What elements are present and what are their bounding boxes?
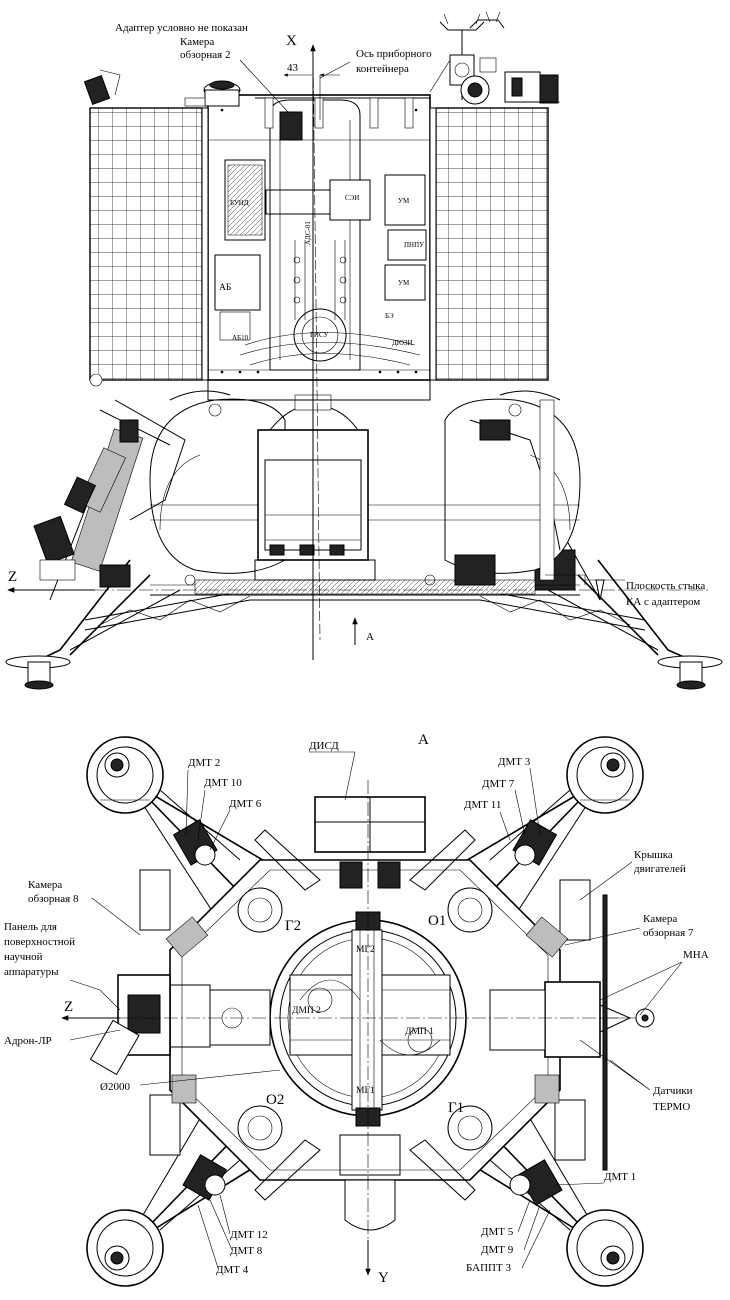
left-support-cluster — [39, 399, 196, 588]
dmt-3-label: ДМТ 3 — [498, 756, 531, 768]
inner-label-be: БЭ — [385, 312, 394, 320]
mg1-label: МГ1 — [356, 1086, 375, 1096]
panel-label-line2: поверхностной — [4, 936, 75, 948]
footpad-bottom-left — [86, 1209, 164, 1287]
offset-dimension — [283, 73, 340, 120]
dmt-cluster-bottom-left — [171, 1074, 321, 1201]
axis-y-label: Y — [378, 1270, 389, 1286]
side-view: X Z 43 Адаптер условно не показан Камера… — [5, 11, 723, 690]
axis-z-label-top: Z — [64, 999, 73, 1015]
interface-plane-label-line1: Плоскость стыка — [626, 580, 705, 592]
camera-2-label-line1: Камера — [180, 36, 214, 48]
dmt-2-label: ДМТ 2 — [188, 757, 220, 769]
camera-7-label-line1: Камера — [643, 913, 677, 925]
cover-label-line1: Крышка — [634, 849, 673, 861]
cover-bar — [602, 894, 608, 1171]
quadrant-g2: Г2 — [285, 918, 301, 934]
camera-7-label-line2: обзорная 7 — [643, 927, 694, 939]
mg2-label: МГ2 — [356, 945, 375, 955]
quadrant-o2: О2 — [266, 1092, 284, 1108]
panel-label-line1: Панель для — [4, 921, 57, 933]
axis-x-line — [310, 44, 321, 660]
container-axis-label-line1: Ось приборного — [356, 48, 432, 60]
solar-panel-right — [429, 107, 549, 381]
disd-unit — [314, 796, 426, 889]
dmt-10-label: ДМТ 10 — [204, 777, 242, 789]
dmp2-label: ДМП 2 — [292, 1006, 321, 1016]
dmt-cluster-top-left — [165, 819, 321, 958]
inner-label-risu: РИСУ — [310, 331, 329, 339]
quadrant-g1: Г1 — [448, 1100, 464, 1116]
container-axis-label-line2: контейнера — [356, 63, 409, 75]
axis-z-label: Z — [8, 569, 17, 585]
inner-label-sei: СЭИ — [345, 194, 359, 202]
inner-label-bund: БУНД — [230, 199, 249, 207]
camera-2-body — [279, 111, 303, 141]
camera-2-leader — [239, 59, 289, 113]
dmt-7-label: ДМТ 7 — [482, 778, 515, 790]
dmt-4-label: ДМТ 4 — [216, 1264, 249, 1276]
lower-truss — [84, 579, 646, 631]
dmp1-label: ДМП 1 — [405, 1027, 434, 1037]
dmt-11-label: ДМТ 11 — [464, 799, 501, 811]
top-view: Z Y A ДМТ 2 ДМТ 10 ДМТ 6 ДИСД ДМТ 3 ДМТ … — [4, 732, 709, 1287]
bappt-label: БАППТ 3 — [466, 1262, 511, 1274]
sensors-label-line1: Датчики — [653, 1085, 693, 1097]
dmt-1-label: ДМТ 1 — [604, 1171, 636, 1183]
inner-label-um-1: УМ — [398, 197, 410, 205]
dmt-8-label: ДМТ 8 — [230, 1245, 263, 1257]
inner-label-ab10: АБ10 — [232, 334, 249, 342]
dmt-9-label: ДМТ 9 — [481, 1244, 514, 1256]
dmt-5-label: ДМТ 5 — [481, 1226, 514, 1238]
container-axis-leader — [319, 61, 351, 79]
solar-panel-left — [89, 107, 209, 381]
instrument-container — [207, 94, 431, 401]
right-support-cluster — [424, 399, 586, 586]
camera-8-label-line1: Камера — [28, 879, 62, 891]
footpad-bottom-right — [566, 1209, 644, 1287]
adapter-note: Адаптер условно не показан — [115, 22, 248, 34]
sensors-label-line2: ТЕРМО — [653, 1101, 690, 1113]
adron-label: Адрон-ЛР — [4, 1035, 52, 1047]
science-panel-left — [89, 869, 271, 1156]
antenna-mast — [439, 11, 505, 105]
disd-label: ДИСД — [309, 740, 339, 752]
panel-label-line4: аппаратуры — [4, 966, 59, 978]
dmt-cluster-top-right — [409, 819, 569, 958]
inner-label-pnpu: ПНПУ — [404, 241, 424, 249]
diameter-label: Ø2000 — [100, 1081, 130, 1093]
inner-label-dyuzi: ДЮЗИ — [392, 339, 413, 347]
inner-label-ads: АДС-01 — [304, 221, 312, 245]
offset-value: 43 — [287, 62, 299, 74]
upper-left-unit — [83, 69, 121, 387]
inner-label-ab: АБ — [219, 283, 231, 293]
quadrant-o1: О1 — [428, 913, 446, 929]
mna-label: МНА — [683, 949, 709, 961]
footpad-top-right — [566, 736, 644, 814]
dmt-12-label: ДМТ 12 — [230, 1229, 268, 1241]
upper-right-unit — [504, 71, 560, 104]
camera-8-label-line2: обзорная 8 — [28, 893, 79, 905]
top-equipment — [83, 11, 560, 387]
bottom-nozzle — [339, 1134, 401, 1231]
camera-2-label-line2: обзорная 2 — [180, 49, 230, 61]
panel-label-line3: научной — [4, 951, 43, 963]
dmt-cluster-bottom-right — [409, 1074, 563, 1206]
axis-x-label: X — [286, 33, 297, 49]
dmt-6-label: ДМТ 6 — [229, 798, 262, 810]
footpad-top-left — [86, 736, 164, 814]
mna-unit — [489, 879, 655, 1171]
cover-label-line2: двигателей — [634, 863, 686, 875]
interface-plane-label-line2: КА с адаптером — [626, 596, 700, 608]
container-axis-leader-2 — [429, 59, 451, 93]
view-a-marker: A — [366, 631, 374, 643]
inner-label-um-2: УМ — [398, 279, 410, 287]
view-a-title: A — [418, 732, 429, 748]
